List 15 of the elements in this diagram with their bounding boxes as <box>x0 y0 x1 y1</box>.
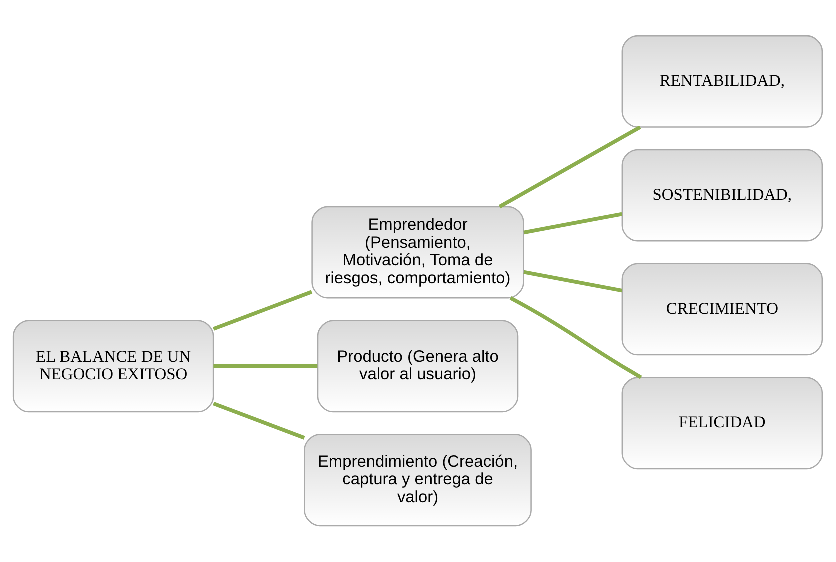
node-box: FELICIDAD <box>622 377 824 470</box>
node-box: Emprendedor (Pensamiento, Motivación, Toma de riesgos, comportamiento) <box>312 206 524 299</box>
node-box: CRECIMIENTO <box>622 263 824 356</box>
connector <box>510 296 642 380</box>
node-box: EL BALANCE DE UN NEGOCIO EXITOSO <box>12 320 214 413</box>
connector <box>213 402 306 440</box>
connector <box>524 212 623 235</box>
node-box: RENTABILIDAD, <box>622 35 824 128</box>
node-box: SOSTENIBILIDAD, <box>622 149 824 242</box>
node-box: Emprendimiento (Creación, captura y entrega de valor) <box>304 434 532 527</box>
connector <box>213 290 313 331</box>
connector <box>498 126 642 209</box>
connector <box>214 364 318 368</box>
node-box: Producto (Genera alto valor al usuario) <box>317 320 519 413</box>
connector <box>524 270 623 293</box>
